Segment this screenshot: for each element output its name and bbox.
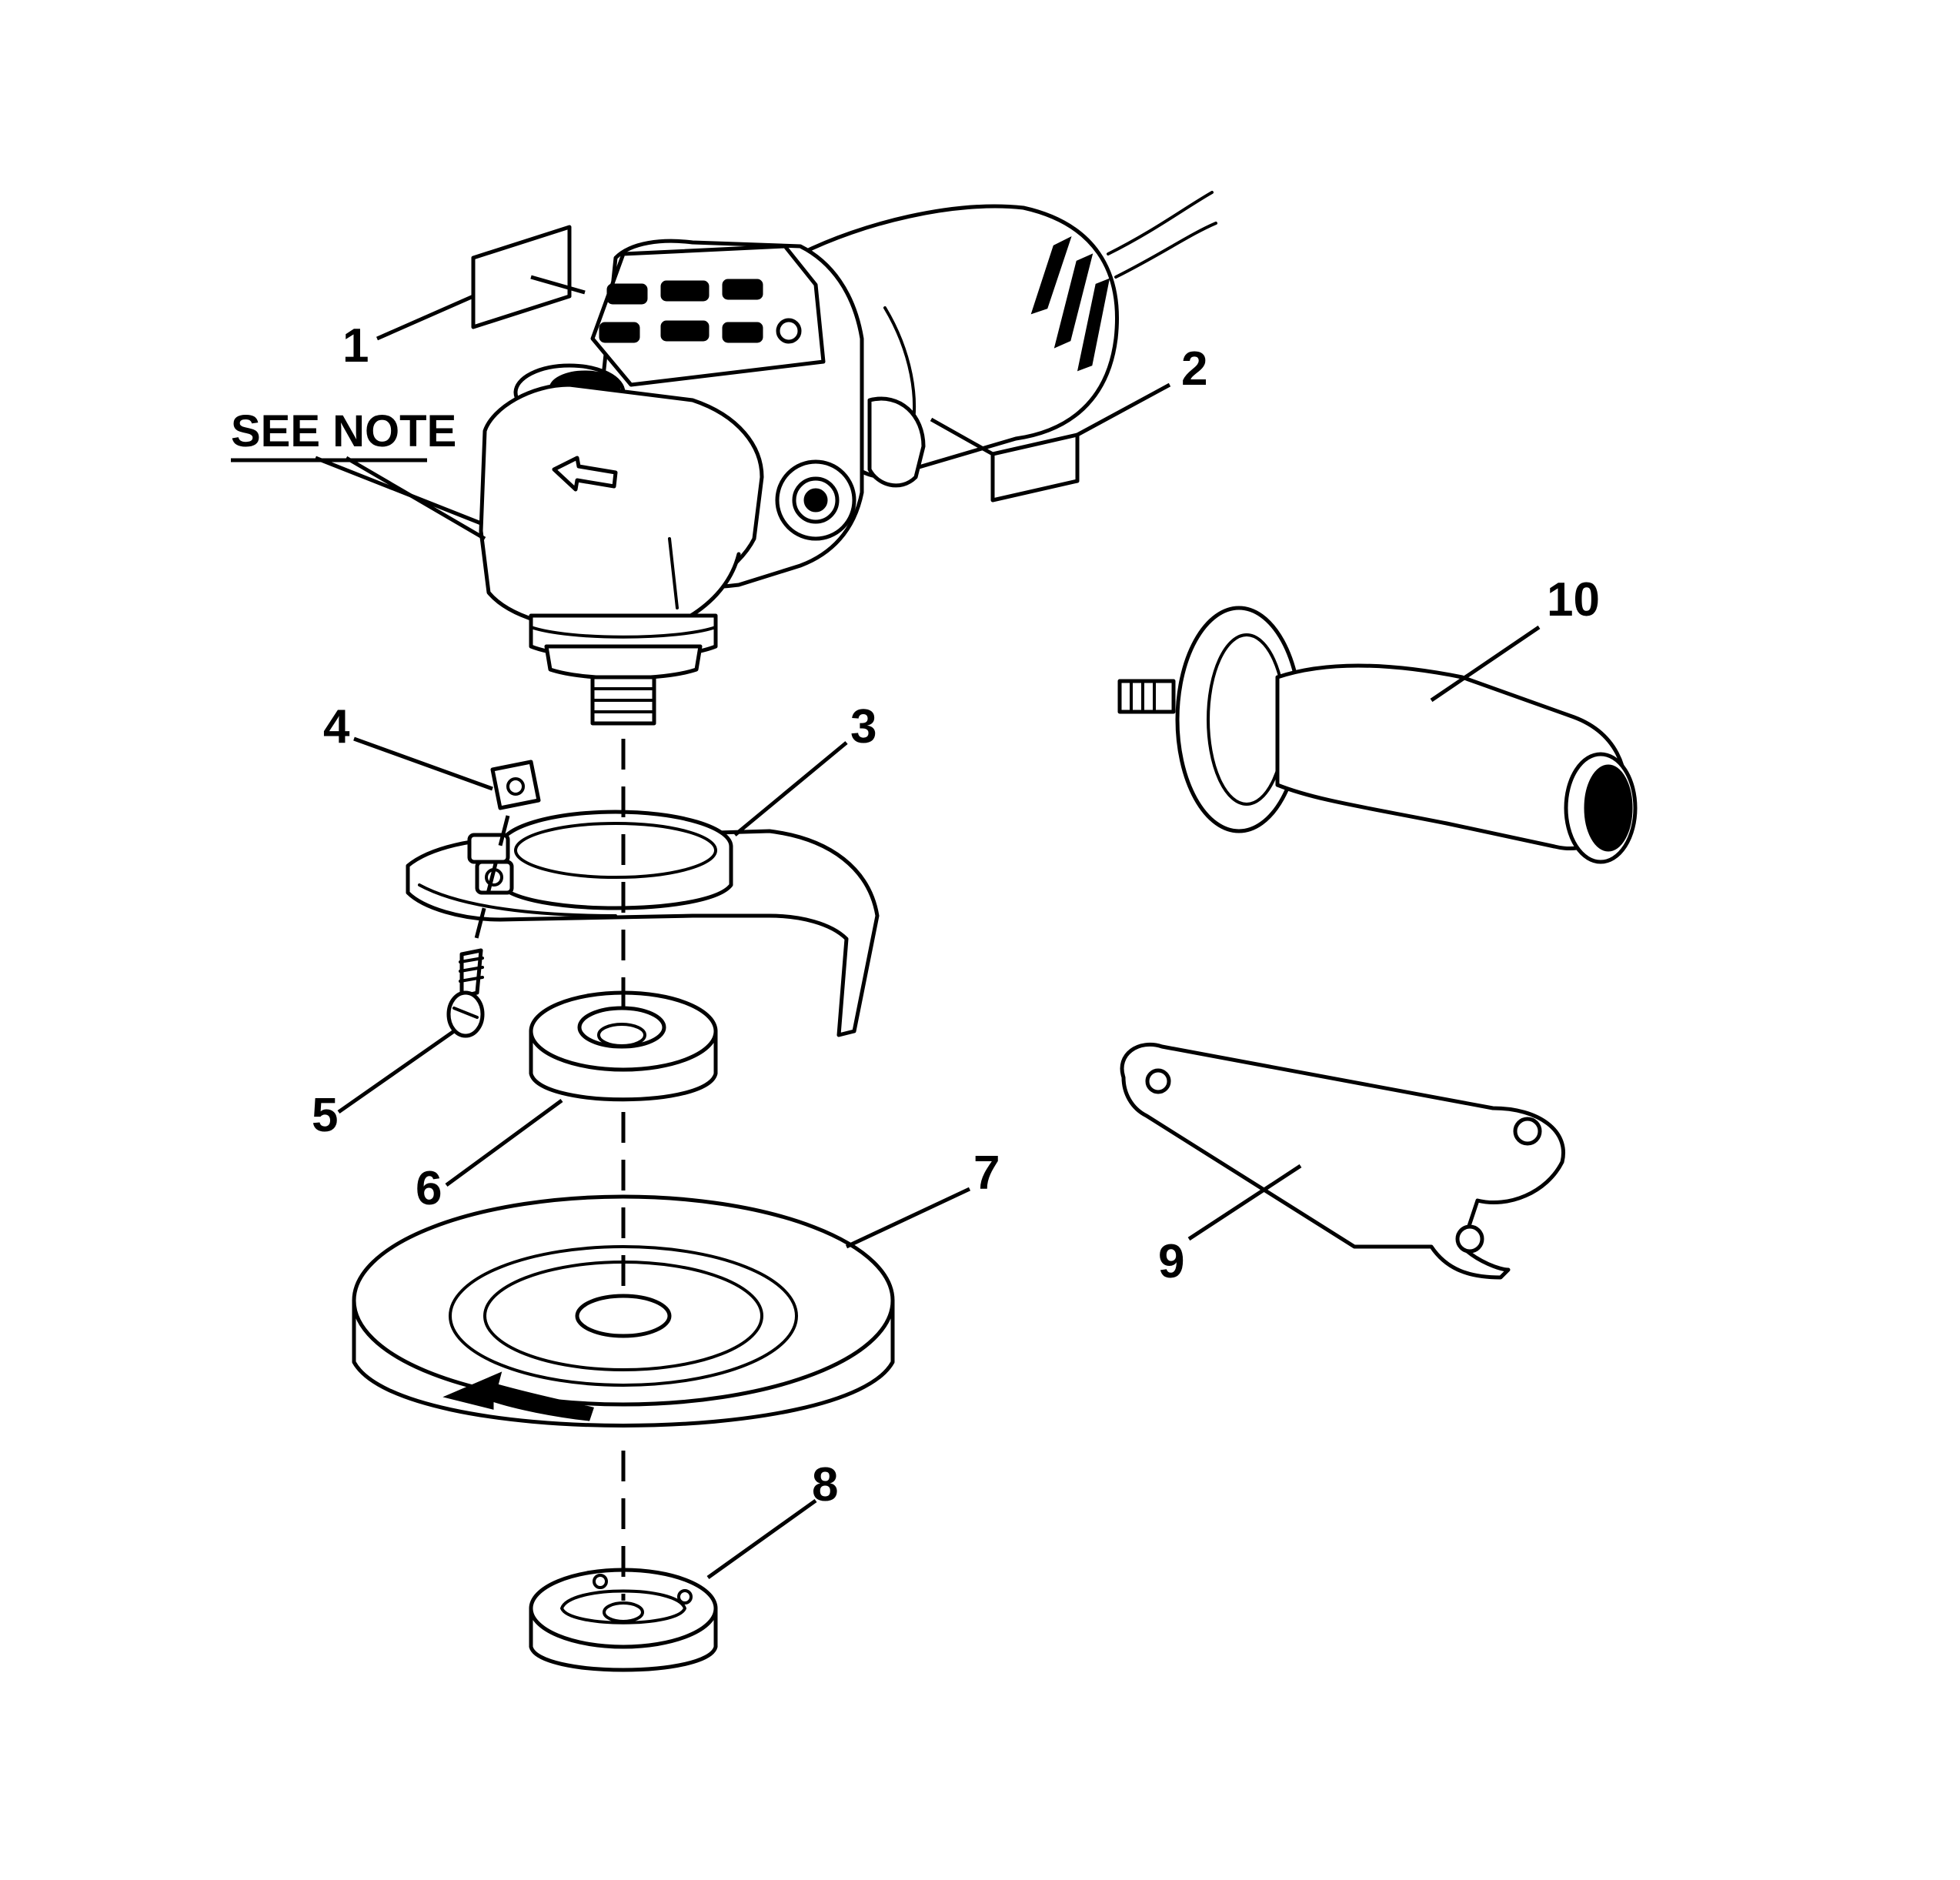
callout-3: 3 bbox=[850, 700, 876, 753]
see-note-leader-b bbox=[345, 456, 486, 541]
leader-6 bbox=[445, 1098, 563, 1187]
part-10-side-handle bbox=[1117, 606, 1638, 864]
see-note-leader-a bbox=[315, 456, 482, 526]
callout-8: 8 bbox=[812, 1458, 838, 1511]
leader-2 bbox=[1076, 382, 1171, 437]
callout-2: 2 bbox=[1181, 342, 1207, 396]
callout-1: 1 bbox=[342, 319, 369, 372]
leader-1-tail bbox=[530, 275, 586, 295]
leader-8 bbox=[706, 1498, 817, 1580]
angle-grinder-body bbox=[479, 191, 1217, 726]
part-6-inner-flange bbox=[529, 990, 718, 1102]
part-9-spanner-wrench bbox=[1120, 1042, 1565, 1280]
callout-5: 5 bbox=[312, 1089, 338, 1142]
leader-3 bbox=[733, 741, 848, 836]
callout-7: 7 bbox=[973, 1147, 1000, 1200]
callout-4: 4 bbox=[323, 700, 350, 753]
leader-2-tail bbox=[930, 417, 994, 456]
see-note-label: SEE NOTE bbox=[231, 406, 456, 456]
part-2-label-decal bbox=[990, 432, 1080, 503]
callout-9: 9 bbox=[1158, 1235, 1184, 1288]
part-5-clamp-screw bbox=[446, 948, 485, 1038]
leader-4 bbox=[353, 736, 493, 791]
leader-5 bbox=[337, 1029, 456, 1114]
part-7-grinding-wheel bbox=[352, 1194, 895, 1428]
part-8-outer-flange-nut bbox=[529, 1568, 718, 1672]
part-4-clamp-nut bbox=[490, 760, 541, 810]
screw-axis bbox=[471, 815, 510, 951]
callout-10: 10 bbox=[1547, 573, 1600, 626]
leader-9 bbox=[1187, 1164, 1302, 1241]
callout-6: 6 bbox=[416, 1162, 442, 1215]
leader-1 bbox=[376, 294, 475, 341]
part-1-label-decal bbox=[471, 225, 572, 329]
part-3-wheel-guard bbox=[406, 810, 880, 1037]
leader-7 bbox=[845, 1187, 971, 1249]
leader-10 bbox=[1430, 625, 1541, 703]
